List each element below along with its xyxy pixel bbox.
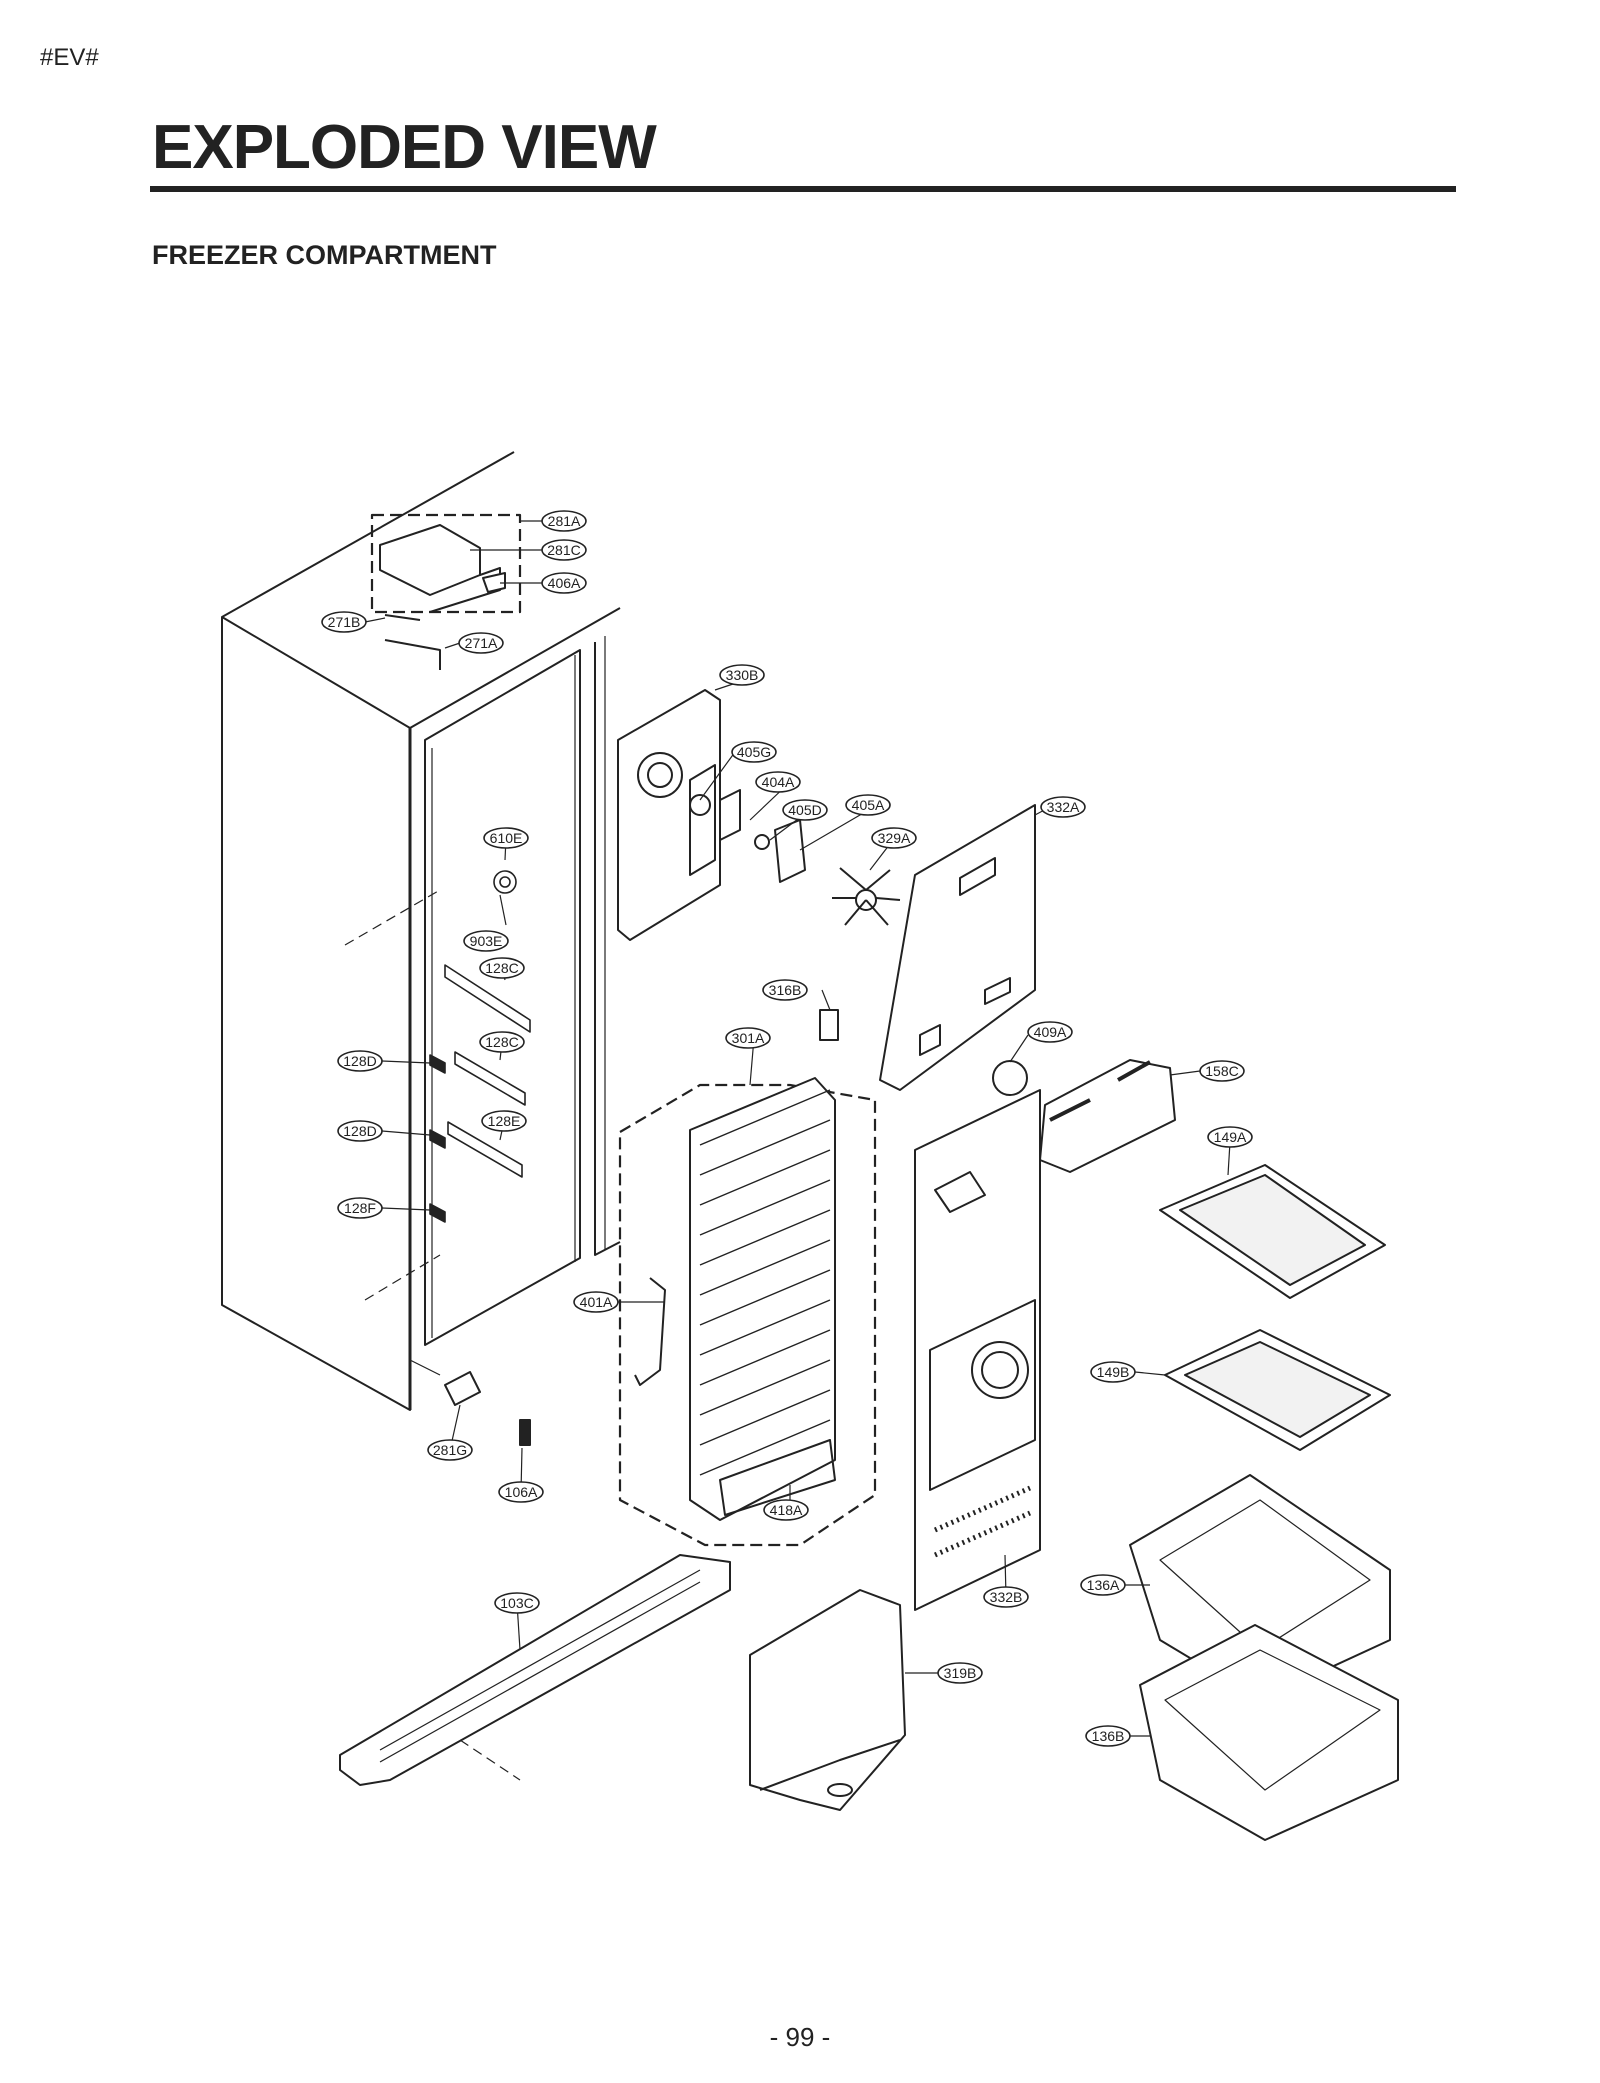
shelf-rails — [429, 870, 531, 1223]
callout: 404A — [755, 771, 801, 793]
callout-label: 149A — [1214, 1129, 1247, 1145]
rear-panel — [914, 1089, 1041, 1611]
callout-label: 301A — [732, 1030, 765, 1046]
callout-label: 418A — [770, 1502, 803, 1518]
callout-label: 903E — [470, 933, 503, 949]
title-rule — [150, 186, 1456, 192]
callout-label: 281A — [548, 513, 581, 529]
callout-label: 316B — [769, 982, 802, 998]
ice-maker-assembly — [370, 513, 522, 670]
callout-label: 128F — [344, 1200, 376, 1216]
callout-label: 128C — [485, 1034, 518, 1050]
callout-label: 128E — [488, 1113, 521, 1129]
callout-label: 405G — [737, 744, 771, 760]
callout: 149A — [1207, 1126, 1253, 1148]
bottom-rail — [339, 1554, 731, 1786]
callout-label: 281C — [547, 542, 580, 558]
callout: 316B — [762, 979, 808, 1001]
callout-label: 406A — [548, 575, 581, 591]
callout-label: 332A — [1047, 799, 1080, 815]
callout: 281A — [541, 510, 587, 532]
callout: 610E — [483, 827, 529, 849]
callout: 332B — [983, 1586, 1029, 1608]
callout: 136A — [1080, 1574, 1126, 1596]
callout-label: 136A — [1087, 1577, 1120, 1593]
callout: 409A — [1027, 1021, 1073, 1043]
callout: 158C — [1199, 1060, 1245, 1082]
callout-label: 128D — [343, 1053, 376, 1069]
callout: 128C — [479, 957, 525, 979]
callout-label: 149B — [1097, 1364, 1130, 1380]
callout: 405D — [782, 799, 828, 821]
document-tag: #EV# — [40, 44, 99, 71]
callout: 281C — [541, 539, 587, 561]
callout: 136B — [1085, 1725, 1131, 1747]
fan-housing — [617, 689, 901, 941]
callout: 405G — [731, 741, 777, 763]
callout: 106A — [498, 1481, 544, 1503]
callout: 128C — [479, 1031, 525, 1053]
callout: 128F — [337, 1197, 383, 1219]
callout-label: 158C — [1205, 1063, 1238, 1079]
callout-label: 610E — [490, 830, 523, 846]
callout: 103C — [494, 1592, 540, 1614]
evaporator — [618, 1009, 877, 1547]
callout: 319B — [937, 1662, 983, 1684]
callout: 301A — [725, 1027, 771, 1049]
lamp-assembly — [992, 1059, 1176, 1173]
callout-label: 271B — [328, 614, 361, 630]
cabinet-body — [221, 451, 621, 1411]
callout: 128D — [337, 1050, 383, 1072]
callout: 903E — [463, 930, 509, 952]
callout: 406A — [541, 572, 587, 594]
callout-label: 319B — [944, 1665, 977, 1681]
callout: 401A — [573, 1291, 619, 1313]
callout: 418A — [763, 1499, 809, 1521]
fan-cover — [879, 804, 1036, 1091]
callout-label: 404A — [762, 774, 795, 790]
glass-shelves — [1159, 1164, 1391, 1451]
callout: 128D — [337, 1120, 383, 1142]
callout: 329A — [871, 827, 917, 849]
callout-label: 332B — [990, 1589, 1023, 1605]
callout-label: 329A — [878, 830, 911, 846]
page-number: - 99 - — [769, 2022, 831, 2052]
drain-tray — [749, 1589, 906, 1811]
callout-label: 281G — [433, 1442, 467, 1458]
callout-label: 136B — [1092, 1728, 1125, 1744]
callout-label: 401A — [580, 1294, 613, 1310]
callout-label: 409A — [1034, 1024, 1067, 1040]
callout-label: 330B — [726, 667, 759, 683]
section-subtitle: FREEZER COMPARTMENT — [152, 240, 497, 270]
callout-label: 128C — [485, 960, 518, 976]
callout-label: 103C — [500, 1595, 533, 1611]
callout-label: 271A — [465, 635, 498, 651]
page-title: EXPLODED VIEW — [152, 113, 657, 182]
wire-baskets — [1129, 1474, 1399, 1841]
callout: 271A — [458, 632, 504, 654]
callout-label: 405D — [788, 802, 821, 818]
callout: 405A — [845, 794, 891, 816]
callout: 330B — [719, 664, 765, 686]
callout: 128E — [481, 1110, 527, 1132]
callout: 271B — [321, 611, 367, 633]
callout-label: 106A — [505, 1484, 538, 1500]
callout: 149B — [1090, 1361, 1136, 1383]
callout: 281G — [427, 1439, 473, 1461]
callout-label: 128D — [343, 1123, 376, 1139]
callout-label: 405A — [852, 797, 885, 813]
callout: 332A — [1040, 796, 1086, 818]
hardware — [444, 1371, 531, 1446]
